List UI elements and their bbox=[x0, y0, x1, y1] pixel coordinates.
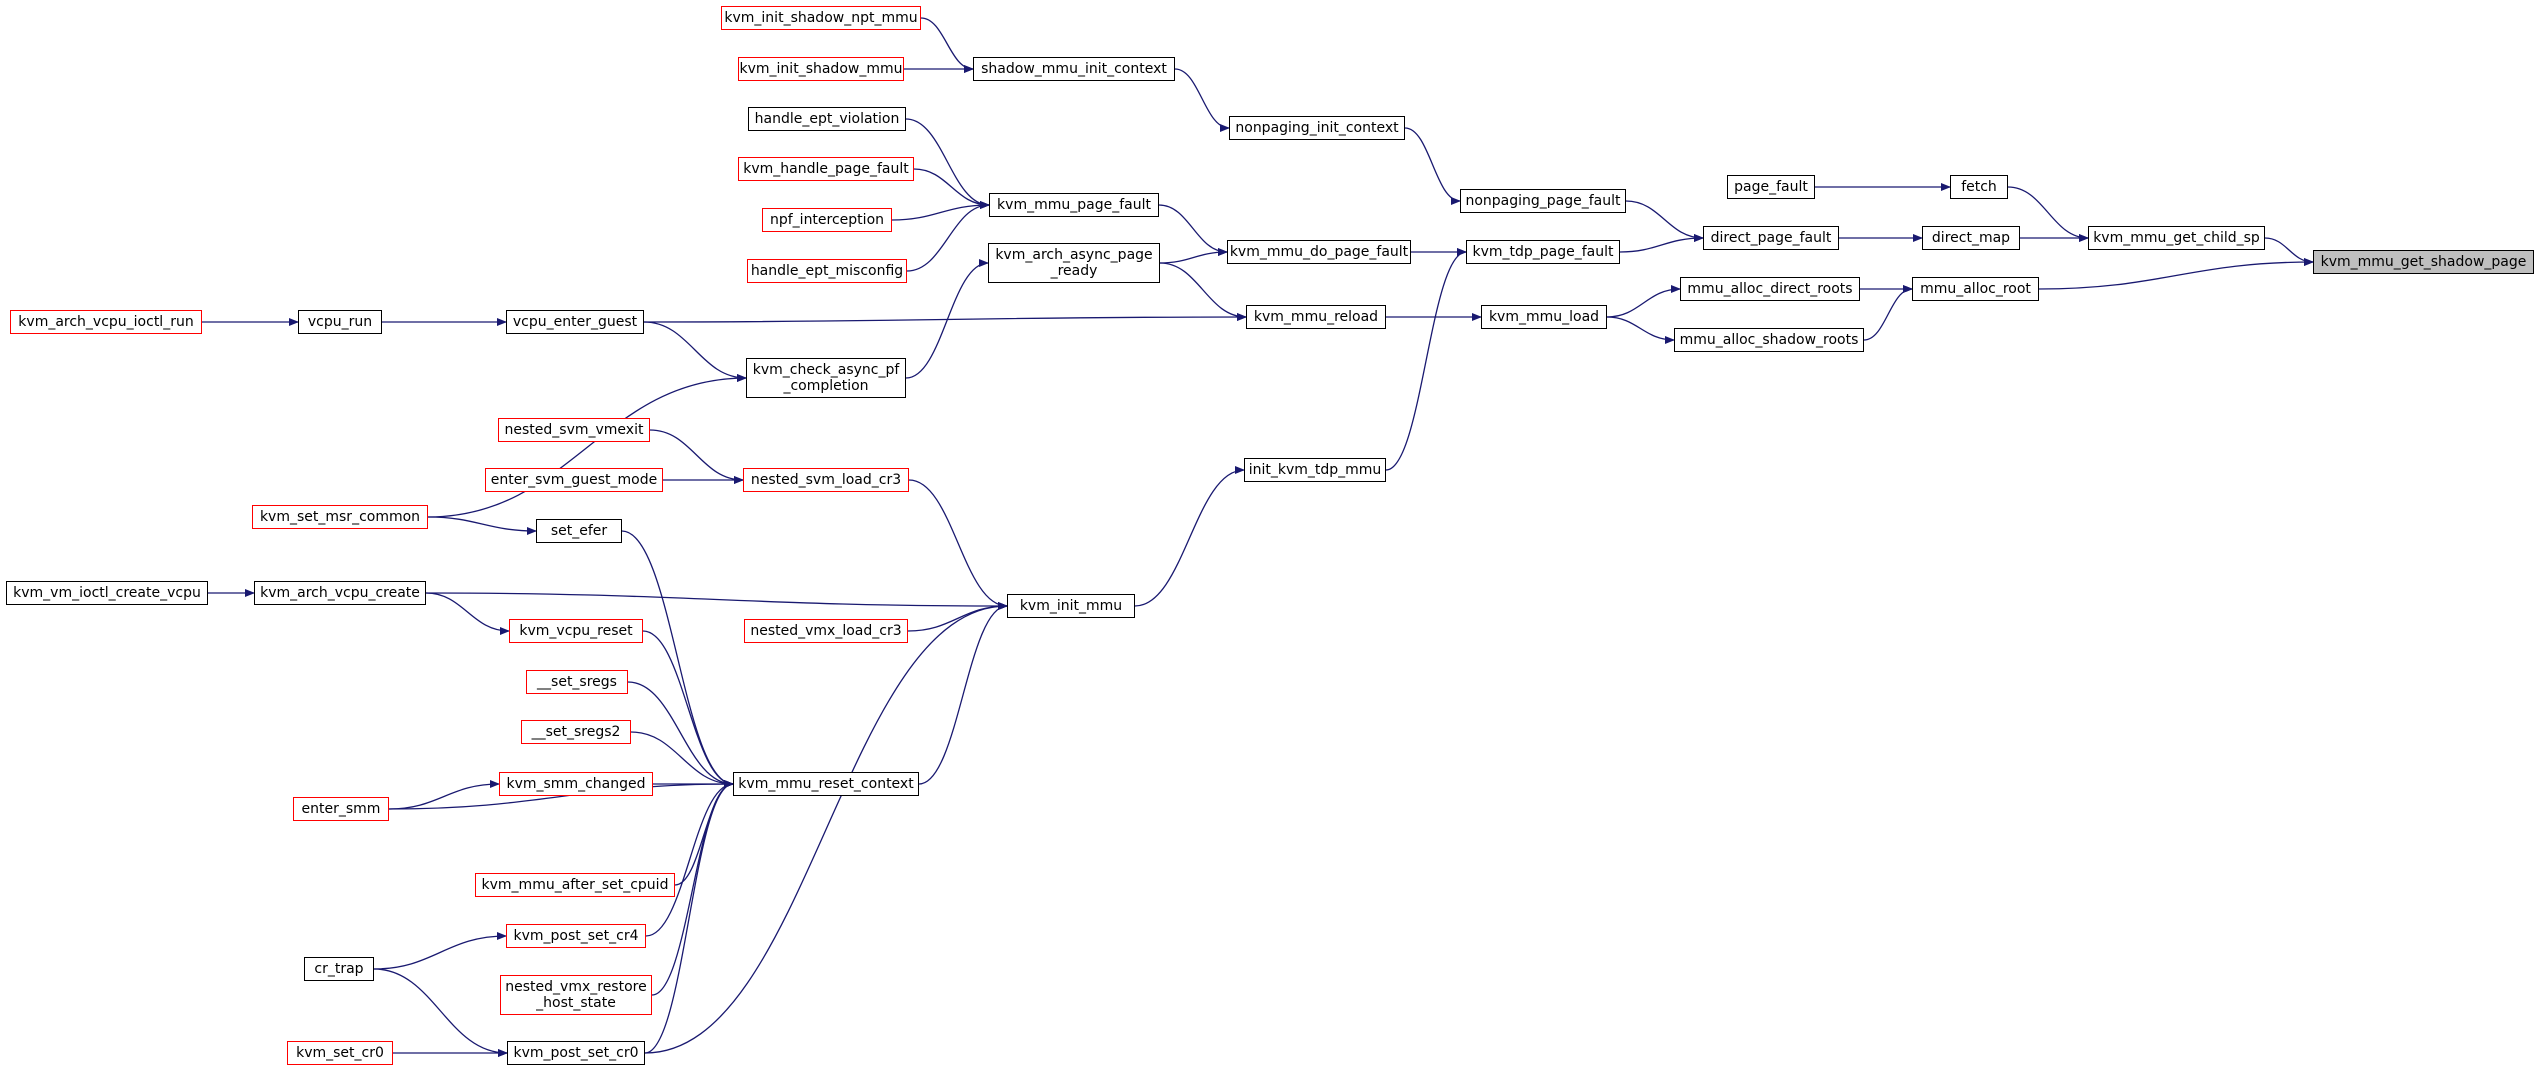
edge-kvm-check-async-pf-completion-to-kvm-arch-async-page-ready bbox=[905, 259, 989, 379]
edge-enter-smm-to-kvm-mmu-reset-context bbox=[388, 780, 734, 810]
node-kvm-mmu-reset-context[interactable]: kvm_mmu_reset_context bbox=[733, 772, 919, 796]
node-kvm-tdp-page-fault[interactable]: kvm_tdp_page_fault bbox=[1466, 240, 1620, 264]
edge-nested-svm-load-cr3-to-kvm-init-mmu bbox=[908, 479, 1008, 610]
node-cr-trap[interactable]: cr_trap bbox=[304, 957, 374, 981]
node-kvm-post-set-cr0[interactable]: kvm_post_set_cr0 bbox=[507, 1041, 645, 1065]
edge-cr-trap-to-kvm-post-set-cr4 bbox=[373, 932, 507, 970]
node-kvm-mmu-get-child-sp[interactable]: kvm_mmu_get_child_sp bbox=[2088, 226, 2265, 250]
edge-mmu-alloc-root-to-kvm-mmu-get-shadow-page bbox=[2038, 258, 2314, 290]
node-vcpu-run[interactable]: vcpu_run bbox=[298, 310, 382, 334]
edge-kvm-post-set-cr0-to-kvm-mmu-reset-context bbox=[644, 780, 734, 1054]
node-kvm-set-msr-common[interactable]: kvm_set_msr_common bbox=[252, 505, 428, 529]
node-enter-smm[interactable]: enter_smm bbox=[293, 797, 389, 821]
node-kvm-mmu-page-fault[interactable]: kvm_mmu_page_fault bbox=[989, 193, 1159, 217]
edge-kvm-mmu-load-to-mmu-alloc-shadow-roots bbox=[1606, 316, 1675, 344]
edge-kvm-arch-vcpu-create-to-kvm-init-mmu bbox=[425, 592, 1008, 610]
edge-kvm-arch-vcpu-create-to-kvm-vcpu-reset bbox=[425, 592, 510, 635]
node-kvm-vm-ioctl-create-vcpu[interactable]: kvm_vm_ioctl_create_vcpu bbox=[6, 581, 208, 605]
edge-set-efer-to-kvm-mmu-reset-context bbox=[621, 530, 734, 788]
edge-cr-trap-to-kvm-post-set-cr0 bbox=[373, 968, 508, 1057]
node-init-kvm-tdp-mmu[interactable]: init_kvm_tdp_mmu bbox=[1244, 458, 1386, 482]
node-kvm-check-async-pf-completion[interactable]: kvm_check_async_pf _completion bbox=[746, 358, 906, 398]
edge-nested-svm-vmexit-to-nested-svm-load-cr3 bbox=[649, 429, 744, 484]
node-kvm-arch-vcpu-ioctl-run[interactable]: kvm_arch_vcpu_ioctl_run bbox=[10, 310, 202, 334]
edge-kvm-tdp-page-fault-to-direct-page-fault bbox=[1619, 234, 1704, 253]
node-kvm-mmu-do-page-fault[interactable]: kvm_mmu_do_page_fault bbox=[1227, 240, 1411, 264]
edge-nonpaging-page-fault-to-direct-page-fault bbox=[1625, 200, 1704, 242]
node-kvm-handle-page-fault[interactable]: kvm_handle_page_fault bbox=[738, 157, 914, 181]
edge-kvm-set-msr-common-to-kvm-check-async-pf-completion bbox=[427, 374, 747, 518]
node-set-sregs2[interactable]: __set_sregs2 bbox=[521, 720, 631, 744]
node-npf-interception[interactable]: npf_interception bbox=[762, 208, 892, 232]
node-mmu-alloc-root[interactable]: mmu_alloc_root bbox=[1912, 277, 2039, 301]
edge-kvm-init-mmu-to-init-kvm-tdp-mmu bbox=[1134, 466, 1245, 607]
node-kvm-init-shadow-mmu[interactable]: kvm_init_shadow_mmu bbox=[738, 57, 904, 81]
edge-fetch-to-kvm-mmu-get-child-sp bbox=[2007, 186, 2089, 242]
node-nonpaging-page-fault[interactable]: nonpaging_page_fault bbox=[1460, 189, 1626, 213]
node-mmu-alloc-direct-roots[interactable]: mmu_alloc_direct_roots bbox=[1680, 277, 1860, 301]
edge---set-sregs-to-kvm-mmu-reset-context bbox=[627, 681, 734, 788]
node-kvm-vcpu-reset[interactable]: kvm_vcpu_reset bbox=[509, 619, 643, 643]
node-nested-svm-vmexit[interactable]: nested_svm_vmexit bbox=[498, 418, 650, 442]
node-nonpaging-init-context[interactable]: nonpaging_init_context bbox=[1229, 116, 1405, 140]
node-kvm-smm-changed[interactable]: kvm_smm_changed bbox=[499, 772, 653, 796]
node-kvm-post-set-cr4[interactable]: kvm_post_set_cr4 bbox=[506, 924, 646, 948]
edge-kvm-mmu-reset-context-to-kvm-init-mmu bbox=[918, 602, 1008, 785]
node-kvm-mmu-load[interactable]: kvm_mmu_load bbox=[1481, 305, 1607, 329]
node-kvm-mmu-get-shadow-page: kvm_mmu_get_shadow_page bbox=[2313, 250, 2534, 274]
node-direct-map[interactable]: direct_map bbox=[1922, 226, 2020, 250]
edge-kvm-mmu-load-to-mmu-alloc-direct-roots bbox=[1606, 285, 1681, 318]
edge-enter-smm-to-kvm-smm-changed bbox=[388, 780, 500, 810]
node-kvm-init-shadow-npt-mmu[interactable]: kvm_init_shadow_npt_mmu bbox=[721, 6, 921, 30]
edge-kvm-handle-page-fault-to-kvm-mmu-page-fault bbox=[913, 168, 990, 209]
edge-nonpaging-init-context-to-nonpaging-page-fault bbox=[1404, 127, 1461, 205]
node-fetch[interactable]: fetch bbox=[1950, 175, 2008, 199]
edge-handle-ept-misconfig-to-kvm-mmu-page-fault bbox=[906, 201, 990, 272]
node-nested-vmx-load-cr3[interactable]: nested_vmx_load_cr3 bbox=[744, 619, 908, 643]
node-enter-svm-guest-mode[interactable]: enter_svm_guest_mode bbox=[485, 468, 663, 492]
node-nested-svm-load-cr3[interactable]: nested_svm_load_cr3 bbox=[743, 468, 909, 492]
edge-vcpu-enter-guest-to-kvm-check-async-pf-completion bbox=[643, 321, 747, 382]
node-kvm-mmu-after-set-cpuid[interactable]: kvm_mmu_after_set_cpuid bbox=[475, 873, 675, 897]
node-shadow-mmu-init-context[interactable]: shadow_mmu_init_context bbox=[973, 57, 1175, 81]
edge-kvm-vcpu-reset-to-kvm-mmu-reset-context bbox=[642, 630, 734, 788]
node-kvm-set-cr0[interactable]: kvm_set_cr0 bbox=[287, 1041, 393, 1065]
edge-npf-interception-to-kvm-mmu-page-fault bbox=[891, 201, 990, 221]
edge-init-kvm-tdp-mmu-to-kvm-tdp-page-fault bbox=[1385, 248, 1467, 471]
node-handle-ept-violation[interactable]: handle_ept_violation bbox=[748, 107, 906, 131]
node-kvm-mmu-reload[interactable]: kvm_mmu_reload bbox=[1246, 305, 1386, 329]
node-handle-ept-misconfig[interactable]: handle_ept_misconfig bbox=[747, 259, 907, 283]
node-vcpu-enter-guest[interactable]: vcpu_enter_guest bbox=[506, 310, 644, 334]
edge-kvm-post-set-cr0-to-kvm-init-mmu bbox=[644, 602, 1008, 1054]
node-direct-page-fault[interactable]: direct_page_fault bbox=[1703, 226, 1839, 250]
node-nested-vmx-restore-host-state[interactable]: nested_vmx_restore _host_state bbox=[500, 975, 652, 1015]
node-set-efer[interactable]: set_efer bbox=[536, 519, 622, 543]
node-page-fault[interactable]: page_fault bbox=[1727, 175, 1815, 199]
edge-shadow-mmu-init-context-to-nonpaging-init-context bbox=[1174, 68, 1230, 132]
node-set-sregs[interactable]: __set_sregs bbox=[526, 670, 628, 694]
edge-mmu-alloc-shadow-roots-to-mmu-alloc-root bbox=[1863, 285, 1913, 341]
edge-vcpu-enter-guest-to-kvm-mmu-reload bbox=[643, 313, 1247, 323]
edge-kvm-arch-async-page-ready-to-kvm-mmu-reload bbox=[1159, 262, 1247, 321]
node-kvm-init-mmu[interactable]: kvm_init_mmu bbox=[1007, 594, 1135, 618]
edge-kvm-arch-async-page-ready-to-kvm-mmu-do-page-fault bbox=[1159, 248, 1228, 264]
edge---set-sregs2-to-kvm-mmu-reset-context bbox=[630, 731, 734, 788]
edge-handle-ept-violation-to-kvm-mmu-page-fault bbox=[905, 118, 990, 209]
node-kvm-arch-async-page-ready[interactable]: kvm_arch_async_page _ready bbox=[988, 243, 1160, 283]
edge-kvm-set-msr-common-to-set-efer bbox=[427, 516, 537, 535]
edge-kvm-post-set-cr4-to-kvm-mmu-reset-context bbox=[645, 780, 734, 937]
node-mmu-alloc-shadow-roots[interactable]: mmu_alloc_shadow_roots bbox=[1674, 328, 1864, 352]
node-kvm-arch-vcpu-create[interactable]: kvm_arch_vcpu_create bbox=[254, 581, 426, 605]
